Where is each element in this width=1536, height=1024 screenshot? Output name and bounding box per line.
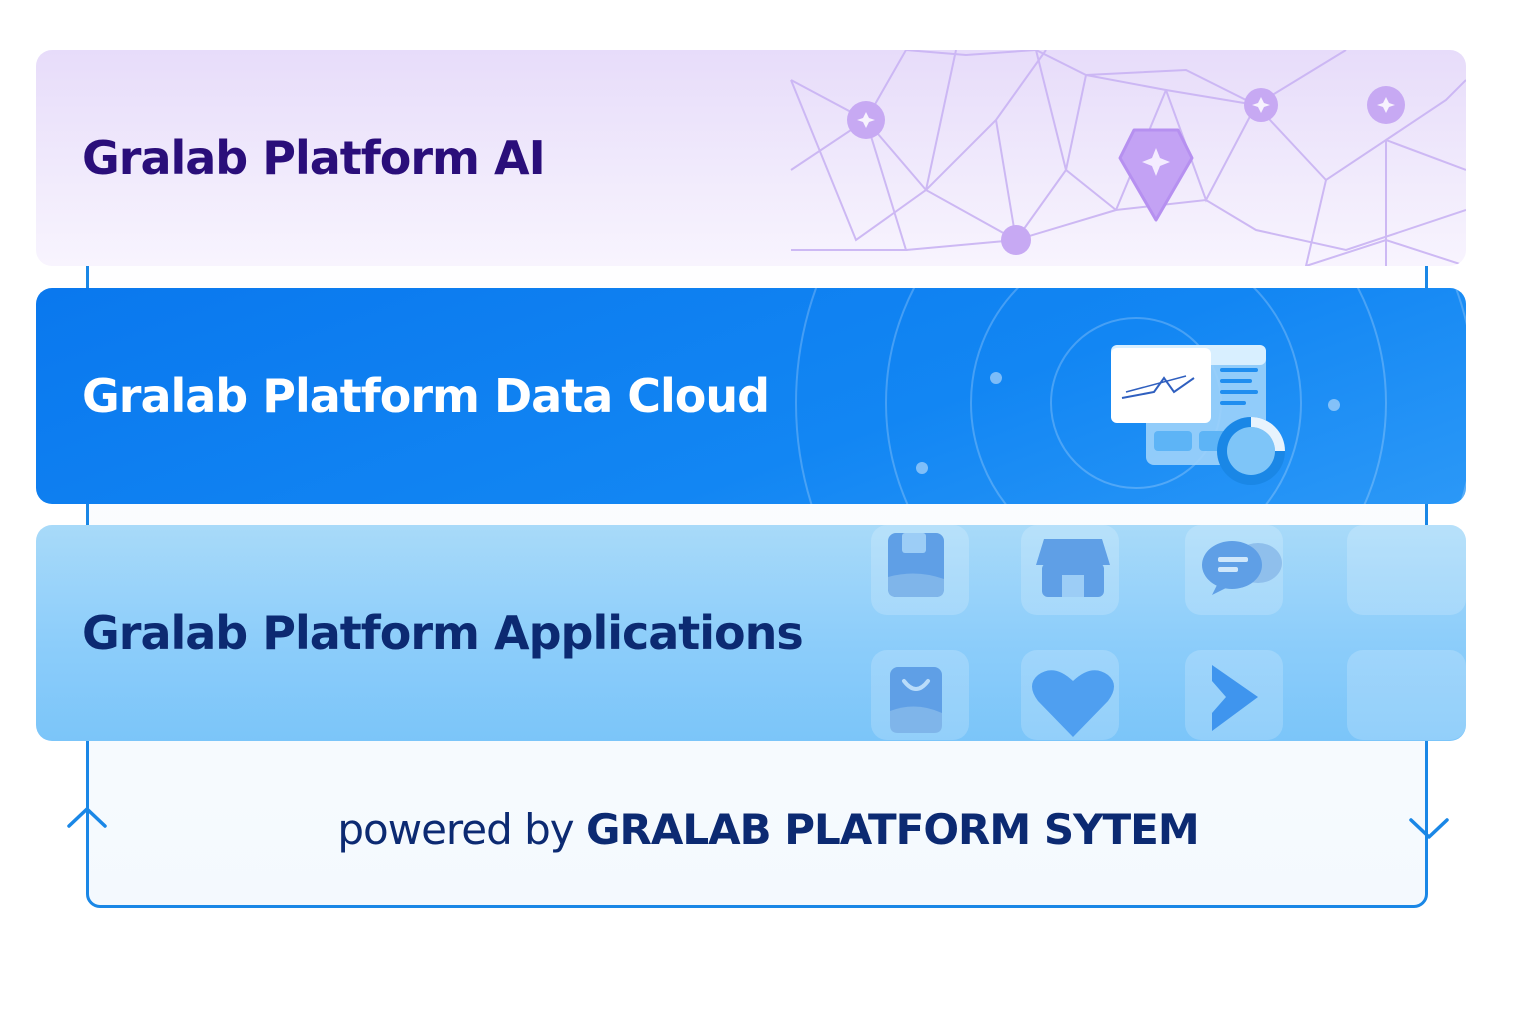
app-tile <box>1347 525 1466 615</box>
play-icon <box>1212 665 1258 731</box>
heart-icon <box>1032 670 1114 737</box>
layer-applications[interactable]: Gralab Platform Applications <box>36 525 1466 741</box>
shopping-bag-icon <box>890 667 942 733</box>
gem-icon <box>1118 128 1194 222</box>
network-icon <box>790 50 1466 266</box>
app-icons <box>888 533 1282 737</box>
chat-icon <box>1202 541 1282 595</box>
footer-prefix: powered by <box>337 805 574 854</box>
store-icon <box>1036 539 1110 597</box>
app-tile <box>1347 650 1466 740</box>
orbit-rings <box>795 288 1466 504</box>
layer-title-ai: Gralab Platform AI <box>82 131 546 185</box>
layer-title-applications: Gralab Platform Applications <box>82 606 804 660</box>
down-arrow-icon <box>1409 818 1449 839</box>
folder-icon <box>888 533 944 597</box>
donut-chart-icon <box>1217 417 1285 485</box>
up-arrow-icon <box>67 807 107 828</box>
layer-title-data-cloud: Gralab Platform Data Cloud <box>82 369 770 423</box>
footer-caption: powered by GRALAB PLATFORM SYTEM <box>0 800 1536 860</box>
layer-data-cloud[interactable]: Gralab Platform Data Cloud <box>36 288 1466 504</box>
footer-brand: GRALAB PLATFORM SYTEM <box>586 805 1200 854</box>
layer-ai[interactable]: Gralab Platform AI <box>36 50 1466 266</box>
